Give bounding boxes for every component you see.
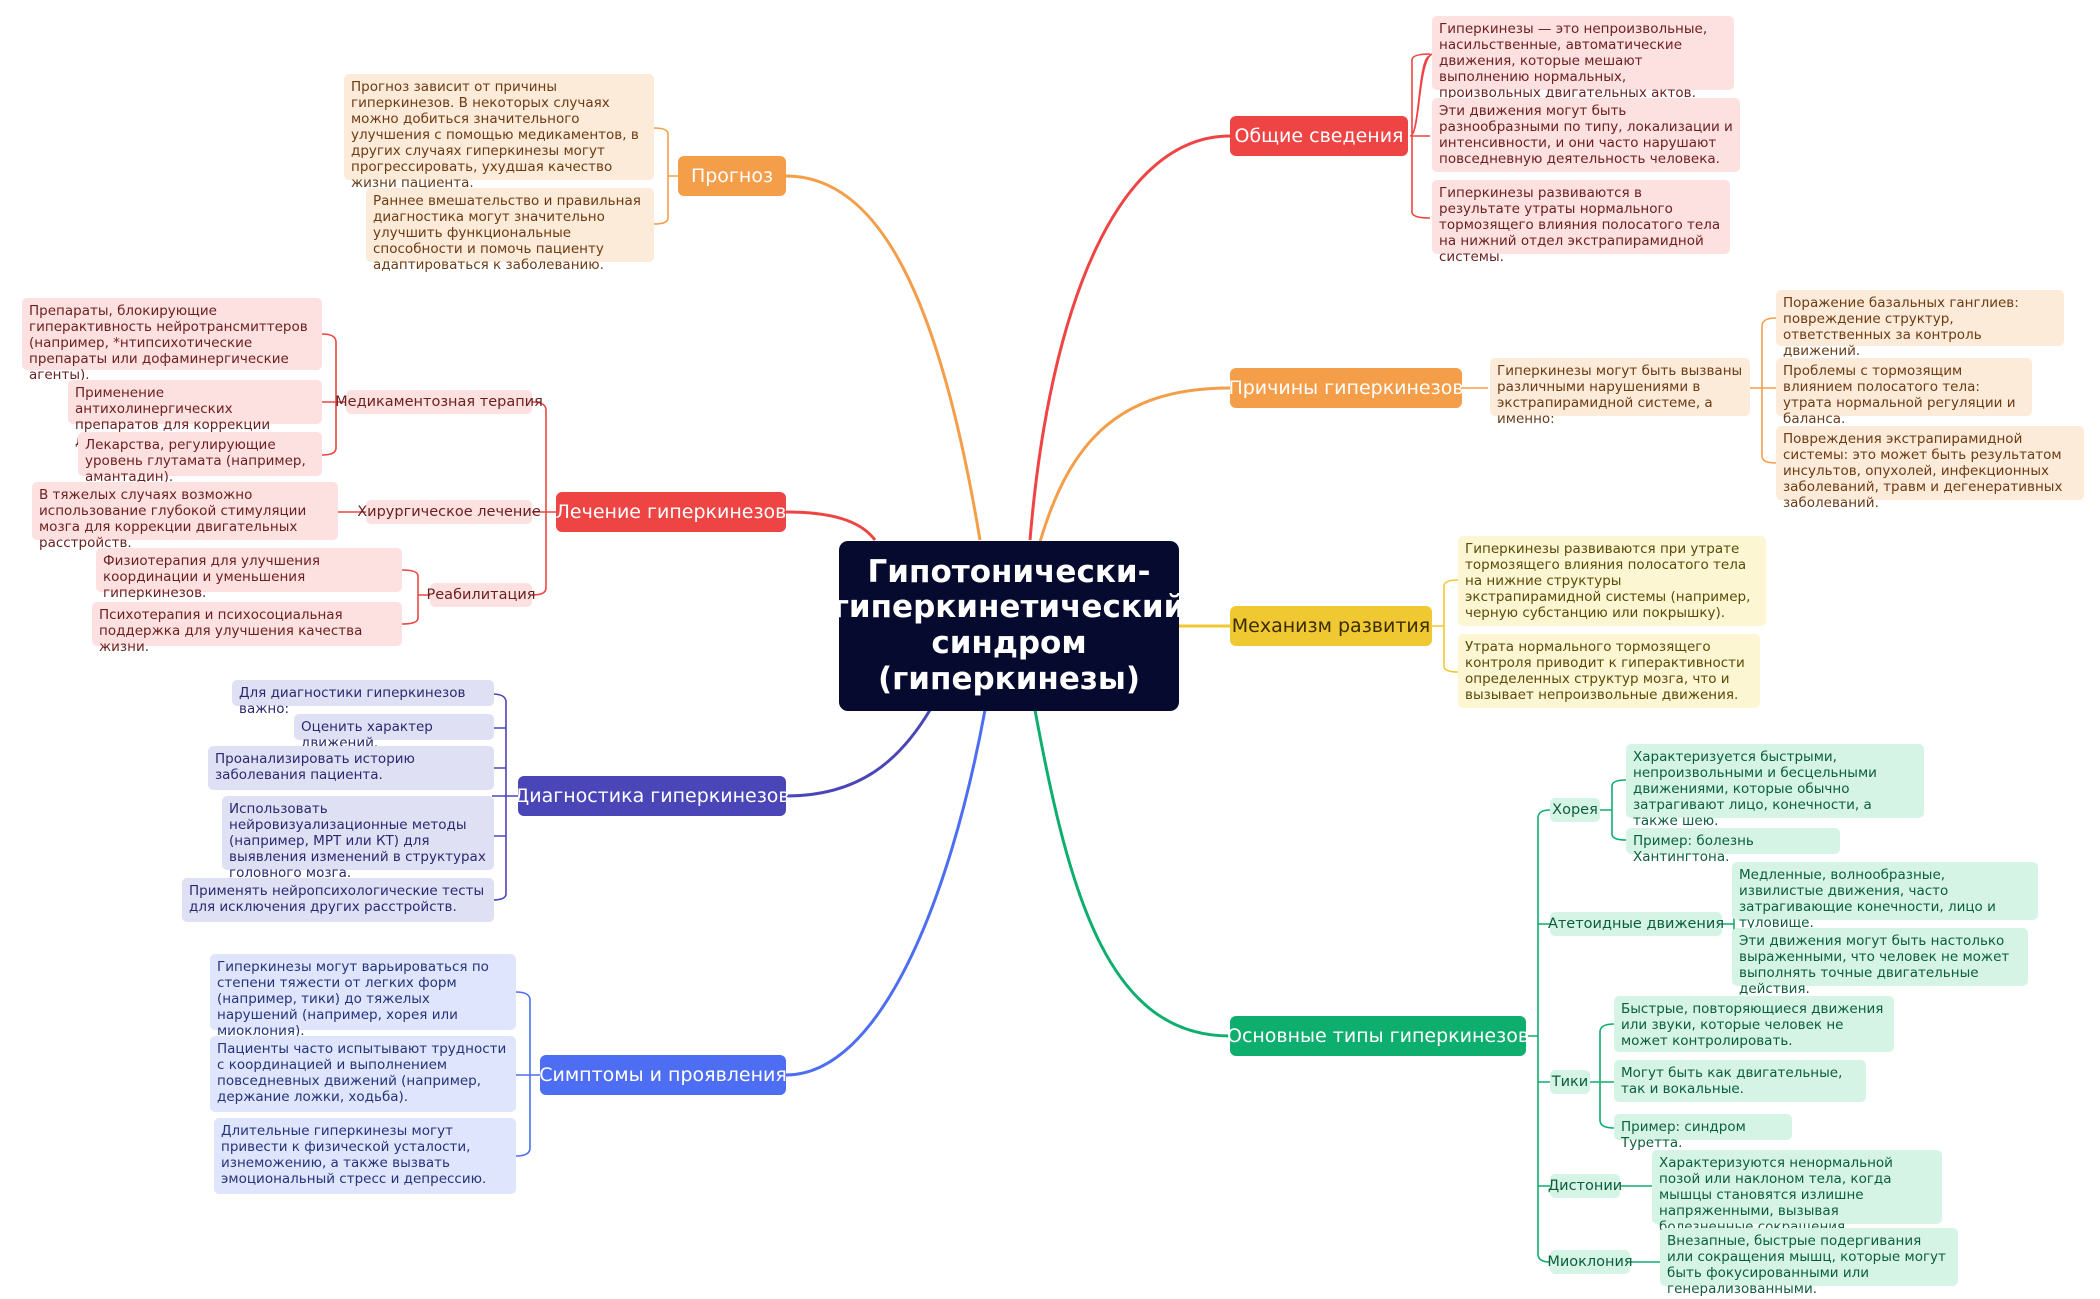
treatment-medication-item-2[interactable]: Применение антихолинергических препарато… (68, 380, 322, 449)
mechanism-item-2[interactable]: Утрата нормального тормозящего контроля … (1458, 634, 1760, 708)
treatment-medication[interactable]: Медикаментозная терапия (335, 390, 543, 414)
link-types (1033, 709, 1231, 1038)
link-diagnosis (785, 709, 932, 798)
type-myoclonia[interactable]: Миоклония (1547, 1250, 1633, 1274)
treatment-rehab-item-1[interactable]: Физиотерапия для улучшения координации и… (96, 548, 402, 601)
bracket-diagnosis (491, 693, 518, 901)
type-myoclonia-item-1[interactable]: Внезапные, быстрые подергивания или сокр… (1660, 1228, 1958, 1297)
type-tics-item-1[interactable]: Быстрые, повторяющиеся движения или звук… (1614, 996, 1894, 1052)
general-item-1[interactable]: Гиперкинезы — это непроизвольные, насиль… (1432, 16, 1734, 101)
bracket-symptoms (515, 991, 540, 1157)
type-chorea-item-2[interactable]: Пример: болезнь Хантингтона. (1626, 828, 1840, 865)
branch-types[interactable]: Основные типы гиперкинезов (1227, 1016, 1529, 1056)
type-athetoid-item-2[interactable]: Эти движения могут быть настолько выраже… (1732, 928, 2028, 997)
general-item-2[interactable]: Эти движения могут быть разнообразными п… (1432, 98, 1740, 172)
type-dystonia-item-1[interactable]: Характеризуются ненормальной позой или н… (1652, 1150, 1942, 1235)
diagnosis-item-5[interactable]: Применять нейропсихологические тесты для… (182, 878, 494, 922)
link-treatment (785, 510, 877, 541)
type-tics[interactable]: Тики (1550, 1070, 1590, 1094)
mechanism-item-1[interactable]: Гиперкинезы развиваются при утрате тормо… (1458, 536, 1766, 626)
type-tics-item-2[interactable]: Могут быть как двигательные, так и вокал… (1614, 1060, 1866, 1102)
diagnosis-item-3[interactable]: Проанализировать историю заболевания пац… (208, 746, 494, 790)
general-item-3[interactable]: Гиперкинезы развиваются в результате утр… (1432, 180, 1730, 265)
treatment-medication-item-3[interactable]: Лекарства, регулирующие уровень глутамат… (78, 432, 322, 485)
bracket-medication (321, 333, 346, 456)
bracket-mechanism (1432, 579, 1459, 673)
treatment-surgery[interactable]: Хирургическое лечение (357, 500, 541, 524)
branch-symptoms[interactable]: Симптомы и проявления (539, 1055, 787, 1095)
treatment-rehab-item-2[interactable]: Психотерапия и психосоциальная поддержка… (92, 602, 402, 655)
type-chorea[interactable]: Хорея (1550, 798, 1600, 822)
bracket-tics (1590, 1023, 1615, 1129)
link-causes (1038, 386, 1231, 543)
bracket-prognosis (653, 127, 678, 225)
link-symptoms (785, 709, 987, 1077)
branch-treatment[interactable]: Лечение гиперкинезов (556, 492, 786, 532)
type-chorea-item-1[interactable]: Характеризуется быстрыми, непроизвольным… (1626, 744, 1924, 829)
symptoms-item-2[interactable]: Пациенты часто испытывают трудности с ко… (210, 1036, 516, 1112)
root-topic[interactable]: Гипотонически-гиперкинетический синдром … (833, 541, 1185, 711)
branch-general[interactable]: Общие сведения (1230, 116, 1408, 156)
bracket-rehab (401, 569, 430, 625)
branch-causes[interactable]: Причины гиперкинезов (1228, 368, 1464, 408)
type-athetoid-item-1[interactable]: Медленные, волнообразные, извилистые дви… (1732, 862, 2038, 931)
causes-item-3[interactable]: Повреждения экстрапирамидной системы: эт… (1776, 426, 2084, 511)
prognosis-item-2[interactable]: Раннее вмешательство и правильная диагно… (366, 188, 654, 273)
branch-prognosis[interactable]: Прогноз (678, 156, 786, 196)
bracket-chorea (1600, 779, 1627, 841)
bracket-general (1409, 53, 1433, 219)
prognosis-item-1[interactable]: Прогноз зависит от причины гиперкинезов.… (344, 74, 654, 191)
causes-item-1[interactable]: Поражение базальных ганглиев: повреждени… (1776, 290, 2064, 359)
bracket-treatment (531, 401, 556, 596)
branch-mechanism[interactable]: Механизм развития (1230, 606, 1432, 646)
diagnosis-item-4[interactable]: Использовать нейровизуализационные метод… (222, 796, 494, 881)
bracket-causes (1748, 317, 1777, 464)
bracket-types (1528, 809, 1551, 1263)
symptoms-item-1[interactable]: Гиперкинезы могут варьироваться по степе… (210, 954, 516, 1039)
diagnosis-item-2[interactable]: Оценить характер движений. (294, 714, 494, 751)
link-prognosis (785, 174, 982, 541)
type-dystonia[interactable]: Дистонии (1548, 1174, 1622, 1198)
diagnosis-item-1[interactable]: Для диагностики гиперкинезов важно: (232, 680, 494, 717)
treatment-rehab[interactable]: Реабилитация (427, 583, 535, 607)
causes-item-2[interactable]: Проблемы с тормозящим влиянием полосатог… (1776, 358, 2032, 427)
symptoms-item-3[interactable]: Длительные гиперкинезы могут привести к … (214, 1118, 516, 1194)
type-tics-item-3[interactable]: Пример: синдром Туретта. (1614, 1114, 1792, 1151)
treatment-medication-item-1[interactable]: Препараты, блокирующие гиперактивность н… (22, 298, 322, 383)
treatment-surgery-item-1[interactable]: В тяжелых случаях возможно использование… (32, 482, 338, 551)
branch-diagnosis[interactable]: Диагностика гиперкинезов (514, 776, 790, 816)
link-general (1028, 134, 1231, 541)
type-athetoid[interactable]: Атетоидные движения (1548, 912, 1724, 936)
causes-intro[interactable]: Гиперкинезы могут быть вызваны различным… (1490, 358, 1750, 427)
